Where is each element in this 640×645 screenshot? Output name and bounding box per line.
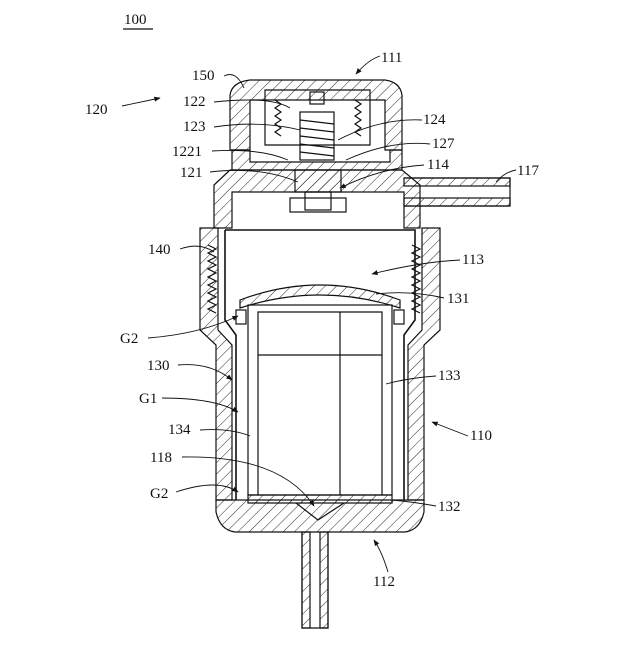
label-113: 113 — [462, 252, 484, 268]
label-150: 150 — [192, 68, 215, 84]
label-130: 130 — [147, 358, 170, 374]
label-111: 111 — [381, 50, 402, 66]
label-110: 110 — [470, 428, 492, 444]
label-122: 122 — [183, 94, 206, 110]
label-g2-top: G2 — [120, 331, 138, 347]
label-g1: G1 — [139, 391, 157, 407]
threads-right — [412, 245, 420, 313]
label-124: 124 — [423, 112, 446, 128]
label-120: 120 — [85, 102, 108, 118]
label-1221: 1221 — [172, 144, 202, 160]
label-g2-bottom: G2 — [150, 486, 168, 502]
label-127: 127 — [432, 136, 455, 152]
label-114: 114 — [427, 157, 449, 173]
label-134: 134 — [168, 422, 191, 438]
label-133: 133 — [438, 368, 461, 384]
label-123: 123 — [183, 119, 206, 135]
label-112: 112 — [373, 574, 395, 590]
label-132: 132 — [438, 499, 461, 515]
label-140: 140 — [148, 242, 171, 258]
label-121: 121 — [180, 165, 203, 181]
label-131: 131 — [447, 291, 470, 307]
inner-bowl — [225, 230, 415, 520]
inner-spring-124 — [300, 112, 334, 160]
figure-number: 100 — [124, 12, 147, 28]
label-118: 118 — [150, 450, 172, 466]
label-117: 117 — [517, 163, 539, 179]
